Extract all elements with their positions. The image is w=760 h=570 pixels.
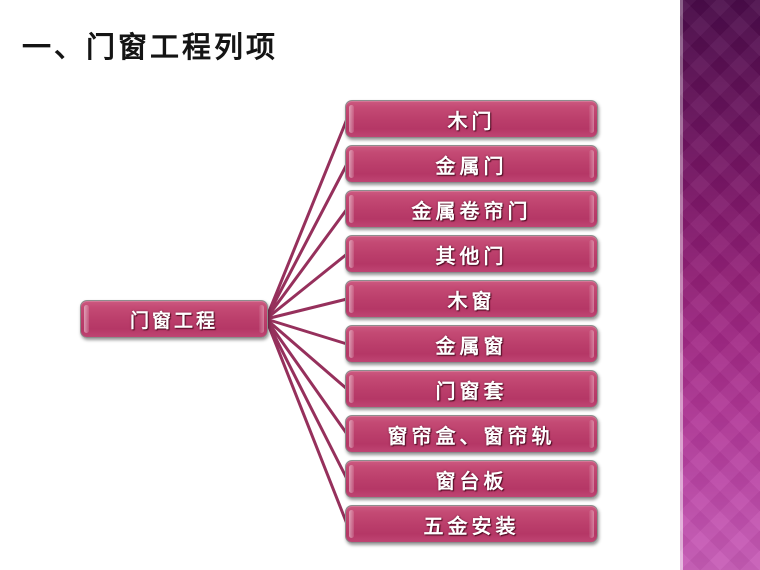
diagram-leaf-node-7[interactable]: 门窗套	[345, 370, 598, 408]
diagram-leaf-label-1: 木门	[447, 108, 496, 133]
diagram-leaf-node-3[interactable]: 金属卷帘门	[345, 190, 598, 228]
connector-line-8	[264, 317, 349, 436]
sidebar-diamond-pattern	[680, 0, 760, 570]
connector-line-6	[264, 317, 349, 346]
diagram-leaf-node-4[interactable]: 其他门	[345, 235, 598, 273]
diagram-leaf-label-5: 木窗	[447, 288, 496, 313]
diagram-leaf-label-4: 其他门	[435, 243, 508, 268]
connector-line-3	[264, 207, 349, 321]
connector-line-1	[264, 117, 349, 321]
connector-line-5	[264, 297, 349, 321]
diagram-leaf-node-8[interactable]: 窗帘盒、窗帘轨	[345, 415, 598, 453]
sidebar-edge-highlight	[680, 0, 683, 570]
diagram-leaf-node-9[interactable]: 窗台板	[345, 460, 598, 498]
page-title: 一、门窗工程列项	[22, 30, 279, 64]
diagram-leaf-node-6[interactable]: 金属窗	[345, 325, 598, 363]
diagram-leaf-label-7: 门窗套	[435, 378, 508, 403]
diagram-leaf-node-10[interactable]: 五金安装	[345, 505, 598, 543]
diagram-leaf-node-1[interactable]: 木门	[345, 100, 598, 138]
connector-line-2	[264, 162, 349, 321]
diagram-leaf-label-10: 五金安装	[423, 513, 520, 538]
connector-line-10	[264, 317, 349, 526]
decorative-sidebar-band	[680, 0, 760, 570]
connector-line-4	[264, 252, 349, 321]
diagram-leaf-node-2[interactable]: 金属门	[345, 145, 598, 183]
diagram-leaf-node-5[interactable]: 木窗	[345, 280, 598, 318]
connector-line-7	[264, 317, 349, 391]
diagram-root-node[interactable]: 门窗工程	[80, 300, 268, 338]
diagram-leaf-label-6: 金属窗	[435, 333, 508, 358]
diagram-leaf-label-8: 窗帘盒、窗帘轨	[387, 423, 556, 448]
diagram-leaf-label-3: 金属卷帘门	[411, 198, 532, 223]
diagram-root-label: 门窗工程	[129, 309, 218, 332]
diagram-leaf-label-9: 窗台板	[435, 468, 508, 493]
diagram-leaf-label-2: 金属门	[435, 153, 508, 178]
connector-line-9	[264, 317, 349, 481]
